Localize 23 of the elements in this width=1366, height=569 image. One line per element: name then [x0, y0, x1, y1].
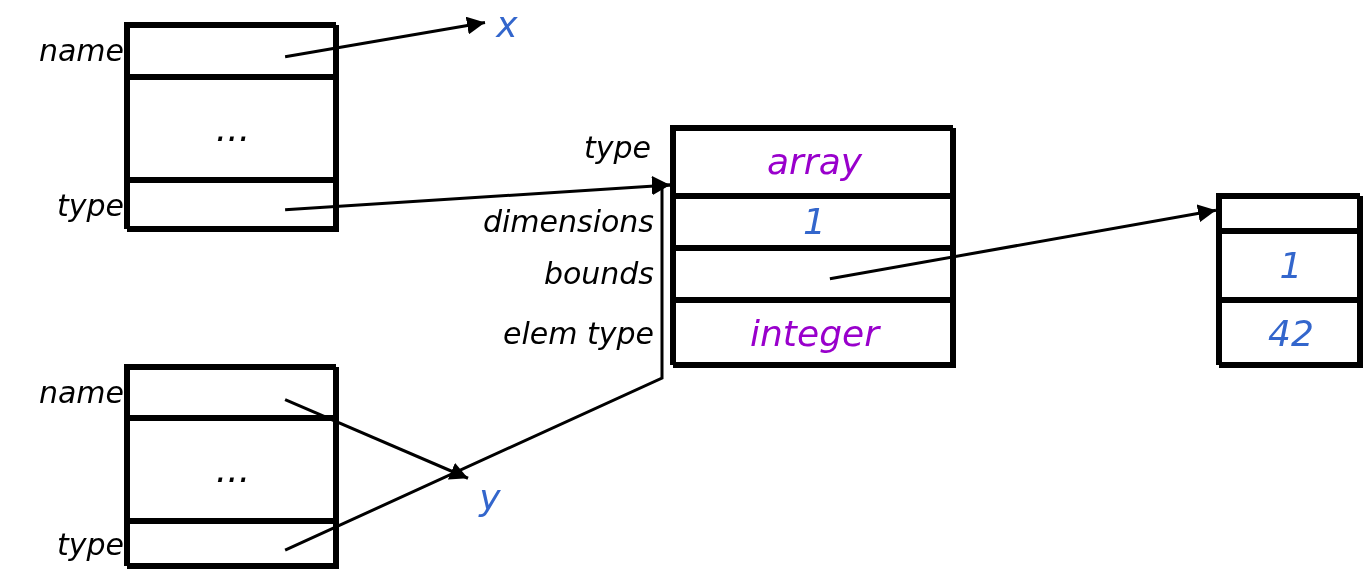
record-box: [1216, 193, 1360, 365]
arrow: [284, 16, 486, 59]
field-cell: ...: [127, 77, 339, 180]
field-value: array: [767, 144, 862, 180]
field-label: type: [583, 133, 651, 163]
field-label: elem type: [502, 319, 654, 349]
field-label: name: [38, 36, 124, 66]
field-cell: ...: [127, 418, 339, 521]
field-value: 1: [803, 204, 826, 240]
arrow: [829, 204, 1217, 281]
arrow: [284, 176, 670, 552]
field-label: bounds: [543, 259, 654, 289]
field-label: type: [56, 530, 124, 560]
field-cell: 42: [1219, 300, 1363, 368]
field-cell: [1219, 196, 1363, 231]
arrow: [284, 398, 469, 480]
field-label: dimensions: [482, 207, 654, 237]
field-cell: 1: [1219, 231, 1363, 300]
variable-name: x: [485, 0, 529, 50]
variable-name: y: [468, 470, 512, 525]
field-value: integer: [750, 316, 879, 352]
field-label: type: [56, 191, 124, 221]
field-label: name: [38, 377, 124, 408]
